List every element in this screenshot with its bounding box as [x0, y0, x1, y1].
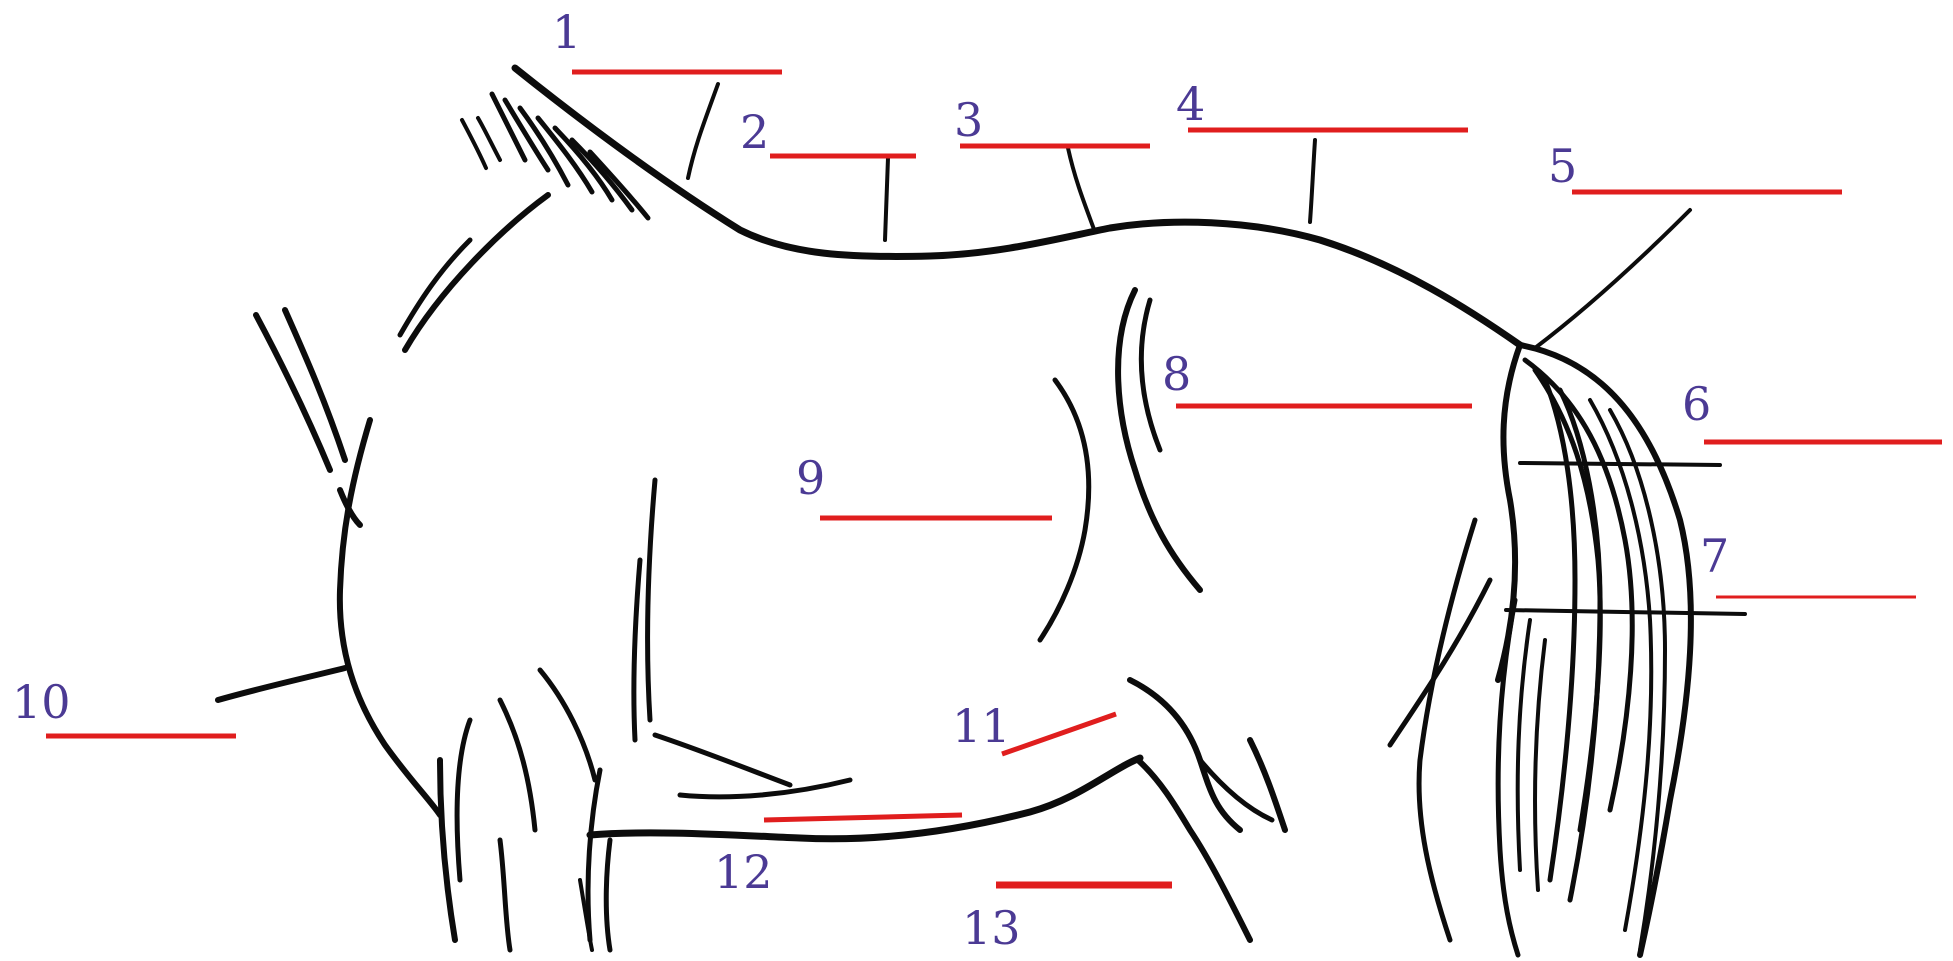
label-3: 3 [954, 93, 983, 147]
label-7: 7 [1700, 529, 1729, 583]
horse-outline [218, 68, 1745, 955]
number-labels: 1 2 3 4 5 6 7 8 9 10 11 12 13 [12, 5, 1729, 955]
label-10: 10 [12, 675, 71, 729]
answer-blank-11[interactable] [1002, 714, 1116, 754]
label-2: 2 [740, 105, 769, 159]
label-9: 9 [796, 451, 825, 505]
label-4: 4 [1176, 77, 1205, 131]
label-12: 12 [714, 845, 773, 899]
answer-blank-12[interactable] [764, 815, 962, 820]
label-6: 6 [1682, 377, 1711, 431]
answer-blanks [46, 72, 1942, 885]
label-5: 5 [1548, 139, 1577, 193]
label-13: 13 [962, 901, 1021, 955]
label-1: 1 [552, 5, 581, 59]
label-8: 8 [1162, 347, 1191, 401]
label-11: 11 [952, 699, 1011, 753]
